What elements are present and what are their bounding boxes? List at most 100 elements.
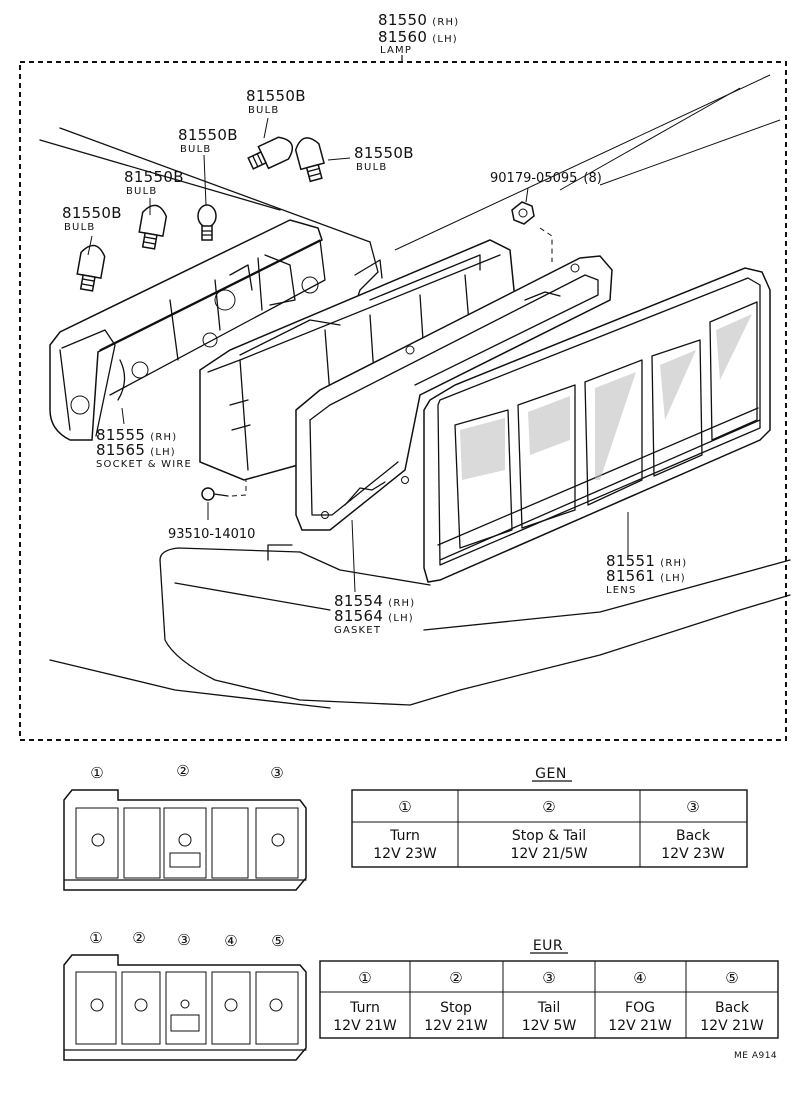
- bulb-2-name: BULB: [126, 186, 157, 197]
- svg-text:81551(RH): 81551(RH): [606, 552, 687, 570]
- eur-table: EUR ① ② ③ ④ ⑤ Turn 12V 21W Stop 12V 21W …: [319, 938, 779, 1039]
- bulb-4-name: BULB: [248, 105, 279, 116]
- gen-col-3-num: ③: [686, 798, 699, 816]
- gasket-name: GASKET: [334, 625, 381, 636]
- eur-col-2-num: ②: [449, 969, 462, 987]
- lamp-lh-part: 81560: [378, 28, 427, 46]
- socket-rh-part: 81555: [96, 426, 145, 444]
- gen-lamp-face: [63, 789, 307, 891]
- svg-text:81550(RH): 81550(RH): [378, 11, 459, 29]
- gen-marker-3: ③: [270, 764, 283, 782]
- svg-text:81565(LH): 81565 (LH): [96, 441, 176, 459]
- eur-marker-5: ⑤: [271, 932, 284, 950]
- gen-col-2-spec: 12V 21/5W: [510, 846, 587, 862]
- nut-part: 90179-05095: [490, 171, 577, 186]
- gen-col-1-function: Turn: [389, 828, 420, 844]
- svg-text:81560(LH): 81560 (LH): [378, 28, 458, 46]
- callout-screw: 93510-14010: [168, 527, 255, 542]
- eur-col-2-function: Stop: [440, 1000, 472, 1016]
- gen-position-markers: ① ② ③: [90, 762, 283, 782]
- eur-title: EUR: [533, 938, 563, 954]
- lens-lh-part: 81561: [606, 567, 655, 585]
- svg-text:81561(LH): 81561 (LH): [606, 567, 686, 585]
- callout-bulb-1: 81550B BULB: [62, 204, 122, 233]
- eur-marker-3: ③: [177, 931, 190, 949]
- body-outline: [39, 127, 791, 709]
- bulbs: [76, 136, 325, 292]
- eur-lamp-face: [63, 954, 307, 1061]
- screw-icon: [201, 480, 247, 501]
- gen-col-3-function: Back: [676, 828, 711, 844]
- lamp-lh-side: (LH): [432, 34, 458, 45]
- bulb-5: [294, 137, 325, 183]
- screw-part: 93510-14010: [168, 527, 255, 542]
- gen-marker-2: ②: [176, 762, 189, 780]
- bulb-1: [76, 244, 106, 292]
- gen-col-1-spec: 12V 23W: [373, 846, 437, 862]
- svg-text:81554(RH): 81554 (RH): [334, 592, 415, 610]
- lamp-rh-part: 81550: [378, 11, 427, 29]
- lens-name: LENS: [606, 585, 637, 596]
- eur-col-1-function: Turn: [349, 1000, 380, 1016]
- nut-qty: (8): [583, 171, 601, 186]
- gen-col-2-function: Stop & Tail: [512, 828, 586, 844]
- svg-text:81555(RH): 81555 (RH): [96, 426, 177, 444]
- bulb-1-name: BULB: [64, 222, 95, 233]
- bulb-2: [138, 204, 168, 250]
- lens-texture: [460, 314, 752, 480]
- gen-col-1-num: ①: [398, 798, 411, 816]
- svg-text:90179-05095(8): 90179-05095 (8): [490, 171, 602, 186]
- bulb-3: [197, 204, 217, 241]
- eur-col-5-num: ⑤: [725, 969, 738, 987]
- callout-gasket: 81554 (RH) 81564(LH) GASKET: [334, 592, 415, 636]
- eur-col-3-function: Tail: [537, 1000, 561, 1016]
- bulb-4: [247, 136, 294, 170]
- eur-col-5-function: Back: [715, 1000, 750, 1016]
- gasket-rh-part: 81554: [334, 592, 383, 610]
- callout-lamp: 81550(RH) 81560 (LH) LAMP: [378, 11, 459, 56]
- reference-code: ME A914: [734, 1051, 777, 1061]
- eur-col-3-num: ③: [542, 969, 555, 987]
- socket-lh-part: 81565: [96, 441, 145, 459]
- eur-col-3-spec: 12V 5W: [522, 1018, 577, 1034]
- lamp-name: LAMP: [380, 45, 412, 56]
- eur-col-5-spec: 12V 21W: [700, 1018, 764, 1034]
- callout-bulb-4: 81550B BULB: [246, 87, 306, 116]
- callout-nut: 90179-05095 (8): [490, 171, 602, 186]
- bulb-5-part: 81550B: [354, 144, 414, 162]
- bulb-1-part: 81550B: [62, 204, 122, 222]
- gasket: [295, 255, 613, 531]
- callout-bulb-2: 81550B BULB: [124, 168, 184, 197]
- gen-table: GEN ① ② ③ Turn 12V 23W Stop & Tail 12V 2…: [351, 766, 748, 868]
- gasket-lh-part: 81564: [334, 607, 383, 625]
- gasket-rh-side: (RH): [388, 598, 415, 609]
- callout-socket: 81555 (RH) 81565 (LH) SOCKET & WIRE: [96, 426, 192, 470]
- bulb-3-part: 81550B: [178, 126, 238, 144]
- eur-col-4-spec: 12V 21W: [608, 1018, 672, 1034]
- eur-marker-1: ①: [89, 929, 102, 947]
- svg-text:81564(LH): 81564(LH): [334, 607, 414, 625]
- gen-marker-1: ①: [90, 764, 103, 782]
- lens-rh-side: (RH): [660, 558, 687, 569]
- eur-marker-4: ④: [224, 932, 237, 950]
- eur-position-markers: ① ② ③ ④ ⑤: [89, 929, 284, 950]
- socket-lh-side: (LH): [150, 447, 176, 458]
- gen-col-3-spec: 12V 23W: [661, 846, 725, 862]
- nut-icon: [511, 201, 553, 262]
- lens-lh-side: (LH): [660, 573, 686, 584]
- socket-rh-side: (RH): [150, 432, 177, 443]
- gen-col-2-num: ②: [542, 798, 555, 816]
- eur-col-4-num: ④: [633, 969, 646, 987]
- eur-col-1-spec: 12V 21W: [333, 1018, 397, 1034]
- socket-name: SOCKET & WIRE: [96, 459, 192, 470]
- lens-segments: [454, 301, 758, 549]
- eur-col-2-spec: 12V 21W: [424, 1018, 488, 1034]
- bulb-2-part: 81550B: [124, 168, 184, 186]
- lens: [423, 267, 771, 583]
- leader-lines: [87, 74, 781, 593]
- eur-marker-2: ②: [132, 929, 145, 947]
- callout-bulb-3: 81550B BULB: [178, 126, 238, 155]
- gen-title: GEN: [535, 766, 567, 782]
- socket-and-wire-plate: [49, 219, 326, 441]
